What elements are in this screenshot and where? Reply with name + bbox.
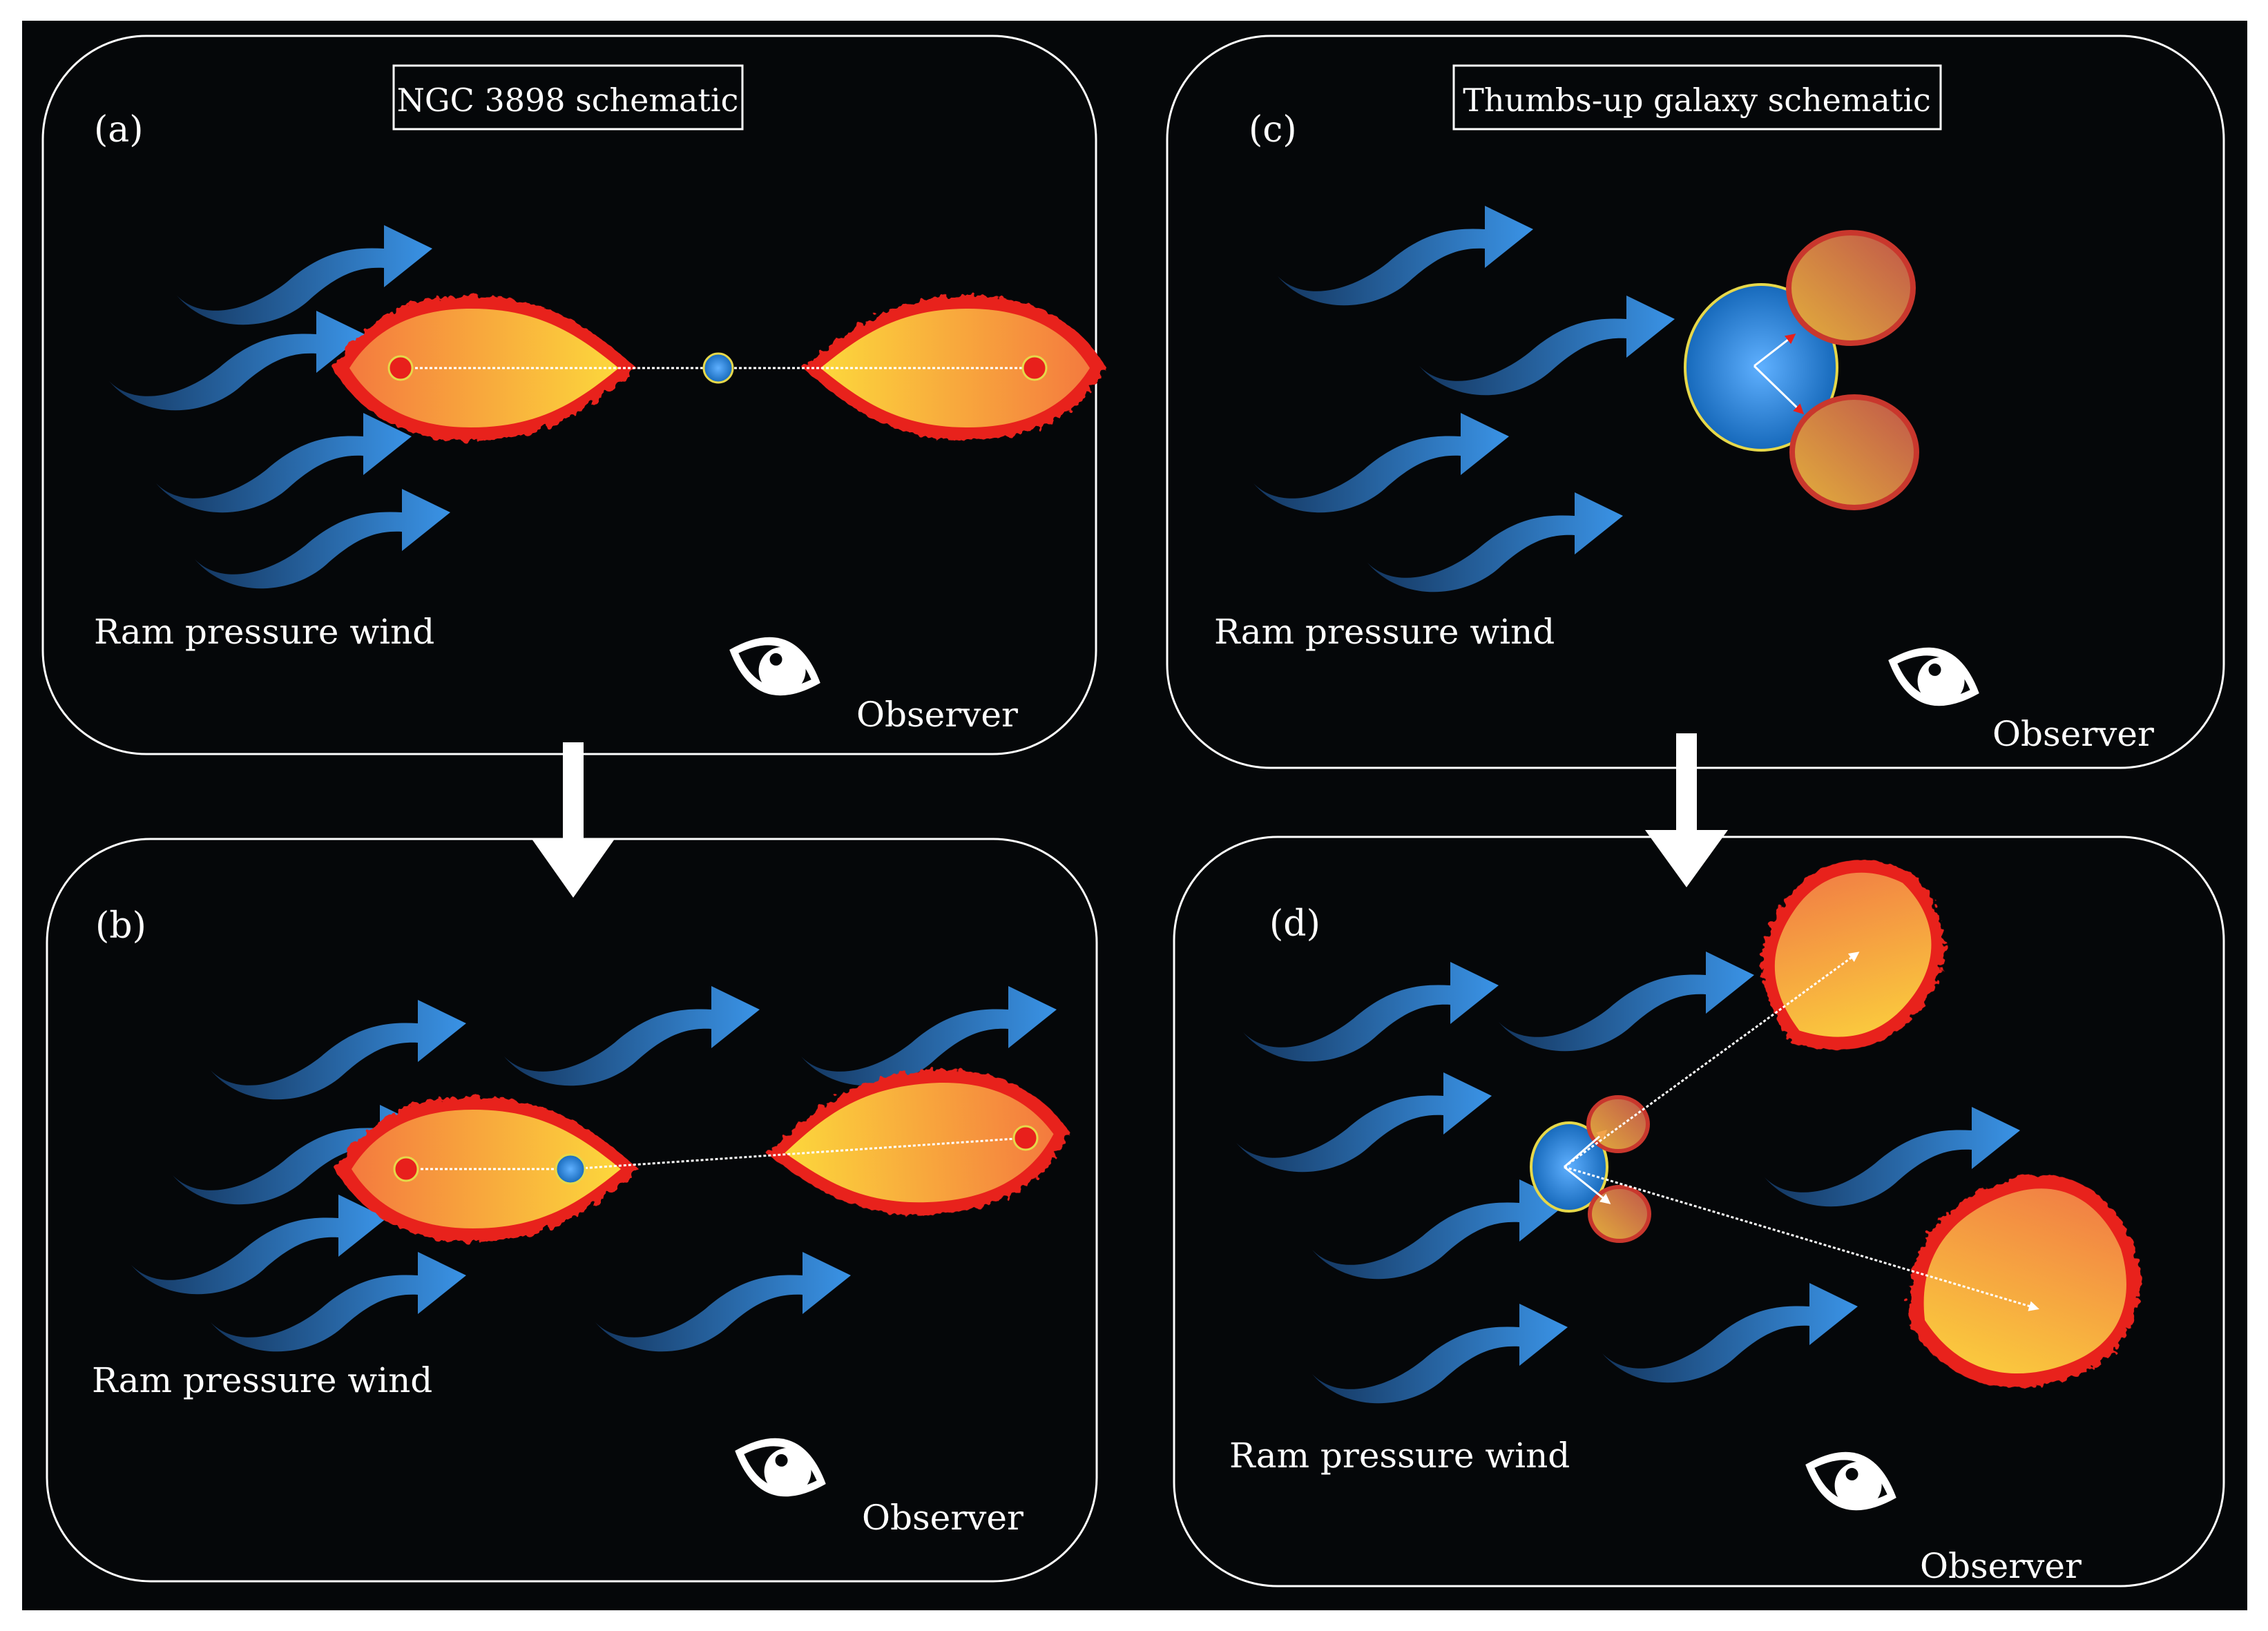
hotspot — [1021, 355, 1048, 381]
panel-c-letter: (c) — [1249, 109, 1297, 151]
radio-lobe-upper — [1786, 230, 1916, 346]
panel-a-observer-label: Observer — [856, 695, 1018, 735]
panel-d-letter: (d) — [1269, 903, 1320, 945]
jet-vector — [1564, 1166, 1611, 1204]
down-arrow-icon — [1645, 733, 1728, 887]
panel-a-wind-label: Ram pressure wind — [94, 612, 434, 652]
panel-c-title-box — [1452, 64, 1942, 131]
panel-c-title: Thumbs-up galaxy schematic — [1463, 81, 1931, 119]
hotspot — [393, 1156, 419, 1182]
jet-vector — [1564, 1166, 2039, 1311]
jet-vector — [1564, 1130, 1608, 1168]
panel-c-observer-label: Observer — [1992, 714, 2154, 754]
jet-vector — [1753, 334, 1796, 367]
panel-a-title: NGC 3898 schematic — [397, 81, 739, 119]
radio-lobe-lower — [1789, 394, 1919, 510]
jet-vector — [1564, 952, 1860, 1168]
galaxy-core — [555, 1153, 586, 1185]
panel-a-title-box — [392, 64, 744, 131]
panel-b-observer-label: Observer — [862, 1498, 1024, 1538]
panel-a-letter: (a) — [94, 109, 144, 151]
panel-b-letter: (b) — [95, 905, 146, 947]
jet-axis — [570, 1137, 1026, 1170]
hotspot — [1012, 1125, 1039, 1151]
panel-d-observer-label: Observer — [1920, 1546, 2082, 1586]
galaxy-disk — [1530, 1121, 1608, 1213]
jet-vector — [1753, 365, 1805, 415]
galaxy-core — [702, 352, 734, 384]
down-arrow-icon — [532, 742, 615, 898]
panel-b-wind-label: Ram pressure wind — [92, 1360, 432, 1400]
outer-lobe-lower — [1908, 1175, 2140, 1388]
panel-d-wind-label: Ram pressure wind — [1229, 1436, 1570, 1476]
panel-c-wind-label: Ram pressure wind — [1214, 612, 1555, 652]
hotspot — [387, 355, 414, 381]
